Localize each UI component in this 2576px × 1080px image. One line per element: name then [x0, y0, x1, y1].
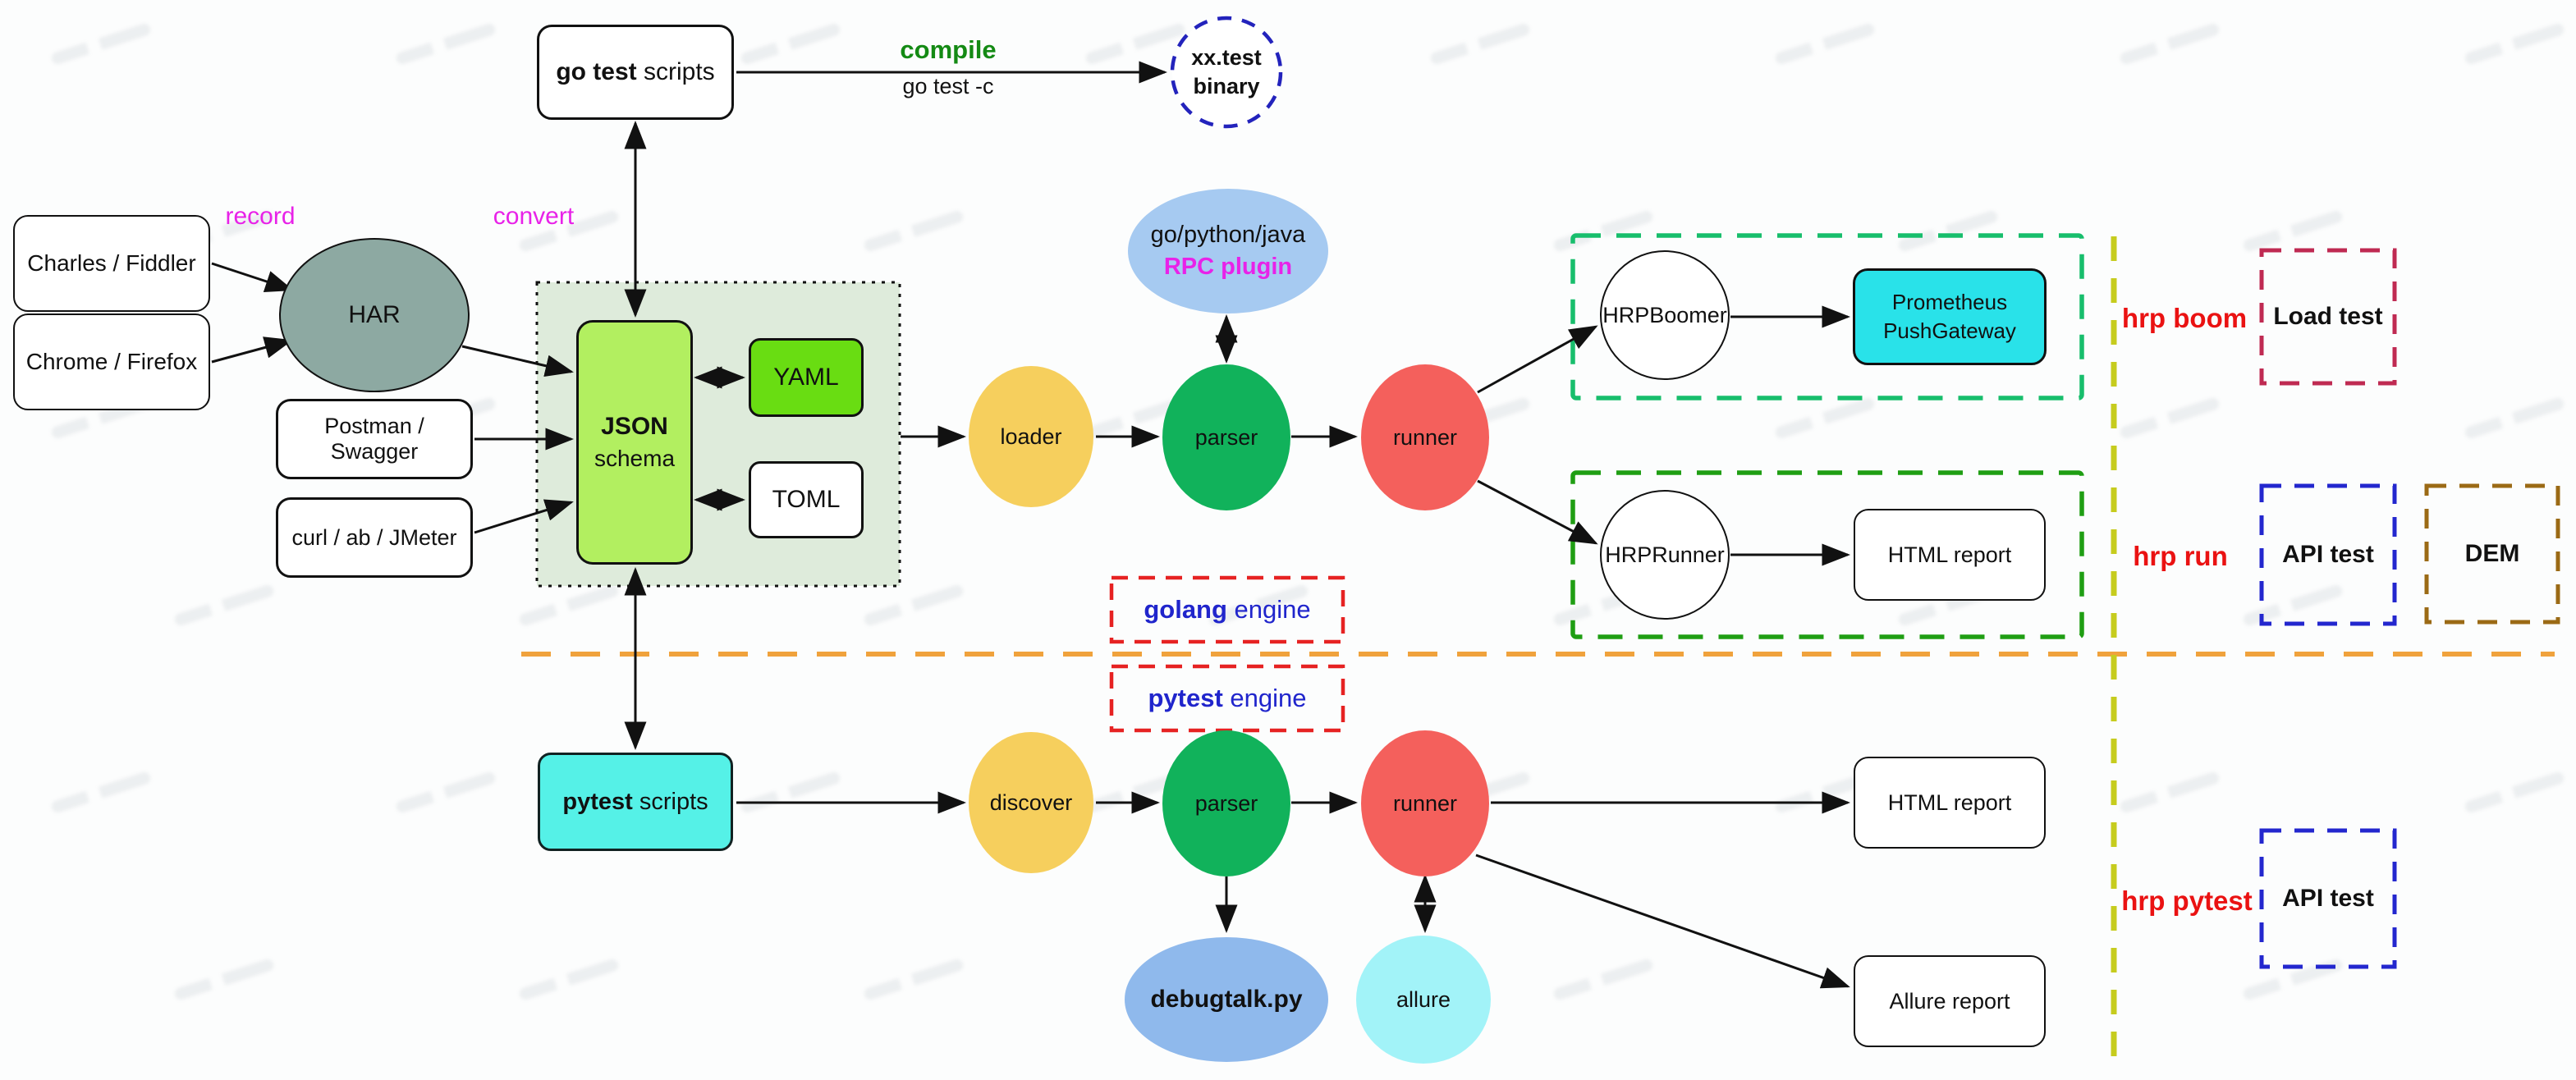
allure-report-node: Allure report: [1854, 955, 2046, 1047]
load-test-box: [2259, 248, 2397, 386]
golang-engine-label: golang engine: [1144, 595, 1311, 624]
json-schema-node: JSON schema: [576, 320, 693, 565]
pytest-scripts-node: pytest scripts: [538, 753, 733, 851]
api-test2-box: [2259, 828, 2397, 969]
hrp-pytest-label: hrp pytest: [2121, 886, 2253, 916]
html-report2-node: HTML report: [1854, 757, 2046, 849]
har-node: HAR: [279, 238, 470, 392]
arrow-runner-to-hrprunner: [1477, 479, 1598, 545]
dem-label: DEM: [2464, 540, 2520, 567]
allure-node: allure: [1356, 936, 1491, 1064]
dem-box: [2424, 483, 2560, 625]
hrprunner-node: HRPRunner: [1600, 490, 1730, 620]
hrp-run-label: hrp run: [2133, 541, 2228, 571]
load-test-label: Load test: [2273, 303, 2383, 330]
parser-node: parser: [1162, 364, 1290, 510]
runner-node: runner: [1361, 364, 1489, 510]
compile-label: compile: [900, 35, 997, 64]
arrow-runner2-to-allurereport: [1475, 853, 1850, 989]
debugtalk-node: debugtalk.py: [1125, 937, 1328, 1062]
postman-swagger-node: Postman / Swagger: [276, 399, 473, 479]
html-report-node: HTML report: [1854, 509, 2046, 601]
runner2-node: runner: [1361, 730, 1489, 876]
arrow-chrome-to-har: [211, 336, 293, 364]
hrp-boom-label: hrp boom: [2121, 303, 2248, 333]
arrows: [211, 61, 1850, 989]
hrp-boom-group-box: [1570, 233, 2084, 400]
pytest-engine-label: pytest engine: [1148, 684, 1307, 712]
charles-fiddler-node: Charles / Fiddler: [13, 215, 210, 312]
api-test-box: [2259, 483, 2397, 626]
loader-node: loader: [969, 366, 1093, 507]
api-test-label: API test: [2282, 541, 2374, 568]
arrow-har-to-json: [461, 345, 574, 377]
compile-command-label: go test -c: [902, 73, 994, 98]
hrp-run-group-box: [1570, 470, 2084, 639]
golang-engine-box: [1109, 575, 1345, 644]
hrpboomer-node: HRPBoomer: [1600, 250, 1730, 380]
toml-node: TOML: [749, 461, 864, 538]
xx-test-binary-circle: [1170, 16, 1283, 129]
convert-label: convert: [493, 203, 575, 230]
curl-ab-jmeter-node: curl / ab / JMeter: [276, 497, 473, 578]
arrow-curl-to-json: [474, 499, 574, 534]
parser2-node: parser: [1162, 730, 1290, 876]
go-test-scripts-node: go test scripts: [537, 25, 734, 120]
discover-node: discover: [969, 732, 1093, 873]
rpc-plugin-node: go/python/java RPC plugin: [1128, 189, 1328, 313]
prometheus-pushgateway-node: Prometheus PushGateway: [1853, 268, 2047, 365]
chrome-firefox-node: Chrome / Firefox: [13, 313, 210, 410]
api-test2-label: API test: [2282, 885, 2374, 912]
arrow-runner-to-hrpboomer: [1477, 325, 1598, 394]
arrow-charles-to-har: [211, 262, 294, 292]
record-label: record: [225, 203, 296, 230]
yaml-node: YAML: [749, 338, 864, 417]
